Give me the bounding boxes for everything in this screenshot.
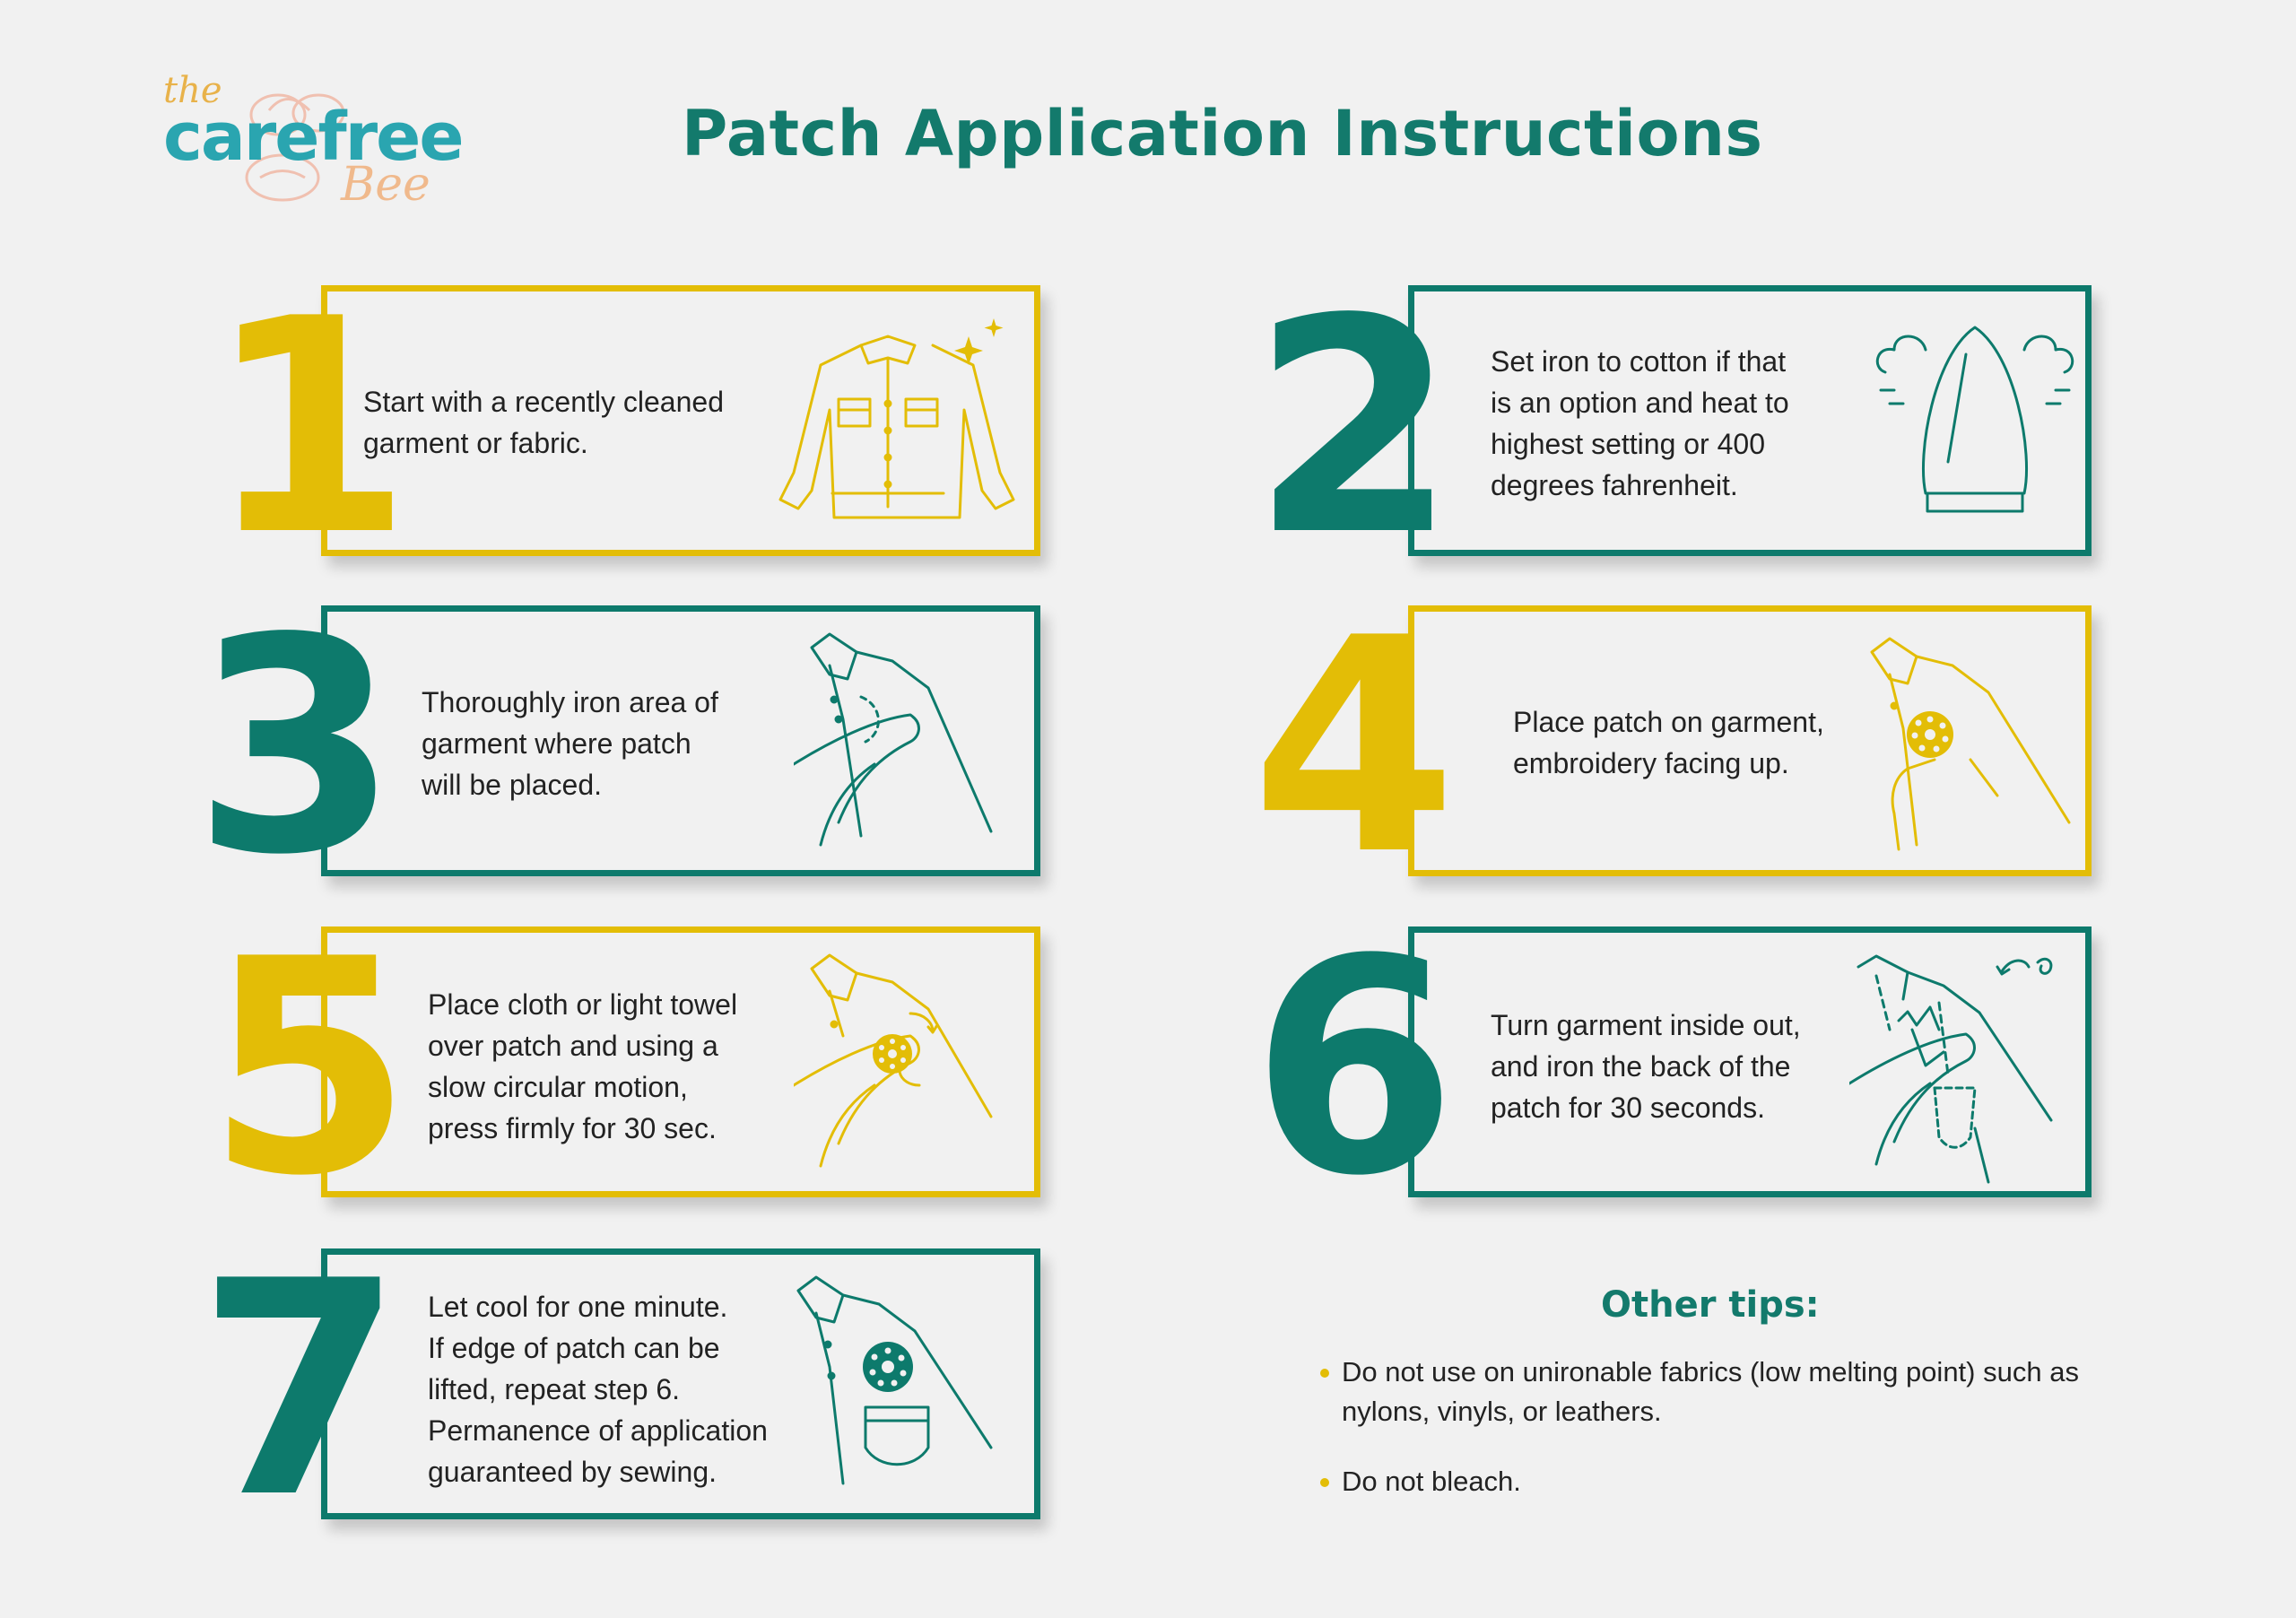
step-1-text: Start with a recently cleaned garment or… [363, 386, 724, 459]
step-4-text: Place patch on garment, embroidery facin… [1513, 706, 1824, 779]
step-3-number: 3 [193, 575, 399, 919]
step-1-number: 1 [206, 256, 413, 600]
logo-the-text: the [163, 70, 222, 111]
step-5-number: 5 [206, 896, 413, 1240]
hand-placing-patch-icon [1870, 637, 2071, 851]
inside-out-shirt-icon [1849, 954, 2053, 1184]
step-5-text: Place cloth or light towel over patch an… [428, 988, 738, 1144]
shirt-with-patch-icon [796, 1275, 993, 1485]
step-6-number: 6 [1251, 896, 1457, 1240]
circular-press-icon [794, 953, 993, 1168]
step-5-card: Place cloth or light towel over patch an… [321, 926, 1040, 1197]
tips-title: Other tips: [1601, 1284, 1820, 1326]
step-3-card: Thoroughly iron area of garment where pa… [321, 605, 1040, 876]
denim-jacket-icon [778, 318, 1015, 519]
logo-carefree-text: carefree [163, 99, 465, 176]
iron-steam-icon [1875, 326, 2074, 513]
page-title: Patch Application Instructions [682, 97, 1763, 170]
step-2-card: Set iron to cotton if that is an option … [1408, 285, 2092, 556]
bullet-dot-icon [1320, 1369, 1329, 1378]
bullet-dot-icon [1320, 1478, 1329, 1487]
step-7-card: Let cool for one minute. If edge of patc… [321, 1248, 1040, 1519]
step-6-card: Turn garment inside out, and iron the ba… [1408, 926, 2092, 1197]
tip-text: Do not use on unironable fabrics (low me… [1342, 1356, 2079, 1427]
tip-text: Do not bleach. [1342, 1466, 1521, 1497]
step-1-card: Start with a recently cleaned garment or… [321, 285, 1040, 556]
step-6-text: Turn garment inside out, and iron the ba… [1491, 1009, 1801, 1124]
step-7-text: Let cool for one minute. If edge of patc… [428, 1291, 768, 1488]
brand-logo: the carefree Bee [152, 61, 465, 213]
step-3-text: Thoroughly iron area of garment where pa… [422, 686, 718, 801]
step-4-card: Place patch on garment, embroidery facin… [1408, 605, 2092, 876]
bee-logo-icon [245, 93, 345, 202]
logo-bee-text: Bee [341, 158, 430, 212]
step-7-number: 7 [197, 1218, 404, 1562]
step-2-text: Set iron to cotton if that is an option … [1491, 345, 1789, 501]
ironing-shirt-icon [794, 632, 993, 847]
step-4-number: 4 [1251, 575, 1457, 919]
step-2-number: 2 [1251, 256, 1457, 600]
